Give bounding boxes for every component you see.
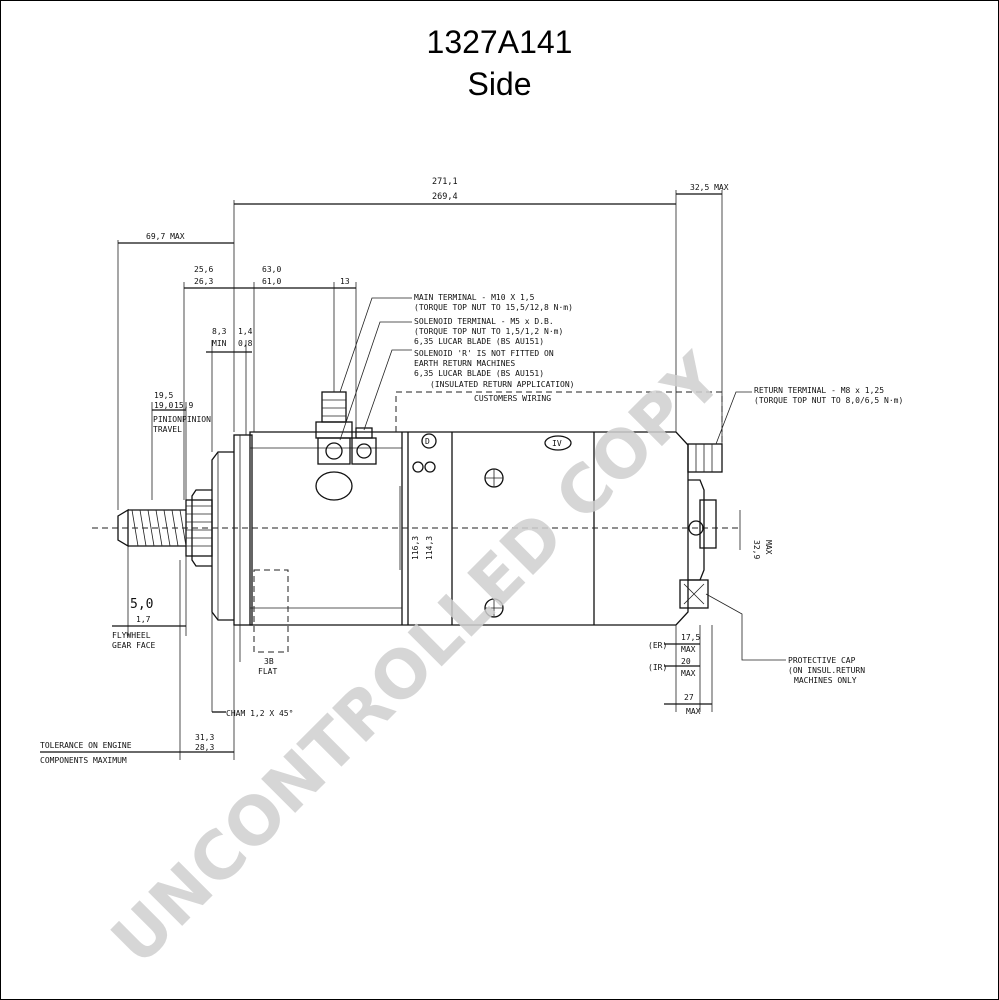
dim-27-bottom: MAX [686, 707, 701, 716]
dimension-lines [40, 190, 786, 760]
dim-27-top: 27 [684, 693, 694, 702]
starter-motor-body: D IV [92, 391, 740, 662]
dim-116-bottom: 114,3 [425, 536, 434, 560]
note-protective-cap-machines: MACHINES ONLY [794, 676, 857, 685]
note-return-terminal-torque: (TORQUE TOP NUT TO 8,0/6,5 N·m) [754, 396, 903, 405]
note-insulated: (INSULATED RETURN APPLICATION) [430, 380, 575, 389]
note-return-terminal: RETURN TERMINAL - M8 x 1,25 [754, 386, 884, 395]
dim-overall-bottom: 269,4 [432, 192, 458, 202]
dimension-labels: 271,1 269,4 32,5 MAX 69,7 MAX 25,6 26,3 … [40, 177, 773, 765]
dim-50-top: 5,0 [130, 597, 153, 612]
dim-83-bottom: MIN [212, 339, 227, 348]
dim-overall-top: 271,1 [432, 177, 458, 187]
dim-329-top: 32,9 [752, 540, 761, 559]
dim-159: 15,9 [174, 401, 193, 410]
dim-175-top: 17,5 [681, 633, 700, 642]
dim-20-top: 20 [681, 657, 691, 666]
body-label-iv: IV [552, 439, 562, 448]
watermark: UNCONTROLLED COPY [97, 338, 738, 979]
note-protective-cap-insul: (ON INSUL.RETURN [788, 666, 865, 675]
dim-14-top: 1,4 [238, 327, 253, 336]
dim-83-top: 8,3 [212, 327, 227, 336]
drawing-title: 1327A141 [426, 24, 573, 60]
label-pinion-b: PINION [182, 415, 211, 424]
dim-max-right: 32,5 MAX [690, 183, 729, 192]
label-flywheel: FLYWHEEL [112, 631, 151, 640]
label-travel: TRAVEL [153, 425, 182, 434]
notes: MAIN TERMINAL - M10 X 1,5 (TORQUE TOP NU… [414, 293, 903, 685]
label-tolerance: TOLERANCE ON ENGINE [40, 741, 132, 750]
dim-25-top: 25,6 [194, 265, 213, 274]
dim-63-top: 63,0 [262, 265, 281, 274]
dim-116-top: 116,3 [411, 536, 420, 560]
label-pinion: PINION [153, 415, 182, 424]
note-customers-wiring: CUSTOMERS WIRING [474, 394, 551, 403]
note-solenoid-terminal-blade: 6,35 LUCAR BLADE (BS AU151) [414, 337, 544, 346]
label-components: COMPONENTS MAXIMUM [40, 756, 127, 765]
dim-20-bottom: MAX [681, 669, 696, 678]
drawing-subtitle: Side [467, 66, 532, 102]
note-main-terminal: MAIN TERMINAL - M10 X 1,5 [414, 293, 535, 302]
label-chamfer: CHAM 1,2 X 45° [226, 709, 293, 718]
note-solenoid-r: SOLENOID 'R' IS NOT FITTED ON [414, 349, 554, 358]
dim-max-left: 69,7 MAX [146, 232, 185, 241]
label-ir: (IR) [648, 663, 667, 672]
dim-25-bottom: 26,3 [194, 277, 213, 286]
dim-14-bottom: 0,8 [238, 339, 253, 348]
dim-329-bottom: MAX [764, 540, 773, 555]
dim-195-bottom: 19,0 [154, 401, 173, 410]
note-solenoid-r-blade: 6,35 LUCAR BLADE (BS AU151) [414, 369, 544, 378]
left-body-label: D [425, 437, 430, 446]
dim-313-bottom: 28,3 [195, 743, 214, 752]
note-solenoid-terminal-torque: (TORQUE TOP NUT TO 1,5/1,2 N·m) [414, 327, 563, 336]
note-protective-cap: PROTECTIVE CAP [788, 656, 856, 665]
note-solenoid-terminal: SOLENOID TERMINAL - M5 x D.B. [414, 317, 554, 326]
dim-195-top: 19,5 [154, 391, 173, 400]
note-solenoid-r-earth: EARTH RETURN MACHINES [414, 359, 515, 368]
dim-175-bottom: MAX [681, 645, 696, 654]
dim-flat-bottom: FLAT [258, 667, 277, 676]
dim-13: 13 [340, 277, 350, 286]
label-gear-face: GEAR FACE [112, 641, 156, 650]
dim-50-bottom: 1,7 [136, 615, 151, 624]
dim-313-top: 31,3 [195, 733, 214, 742]
dim-63-bottom: 61,0 [262, 277, 281, 286]
label-er: (ER) [648, 641, 667, 650]
dim-flat-top: 3B [264, 657, 274, 666]
note-main-terminal-torque: (TORQUE TOP NUT TO 15,5/12,8 N·m) [414, 303, 573, 312]
